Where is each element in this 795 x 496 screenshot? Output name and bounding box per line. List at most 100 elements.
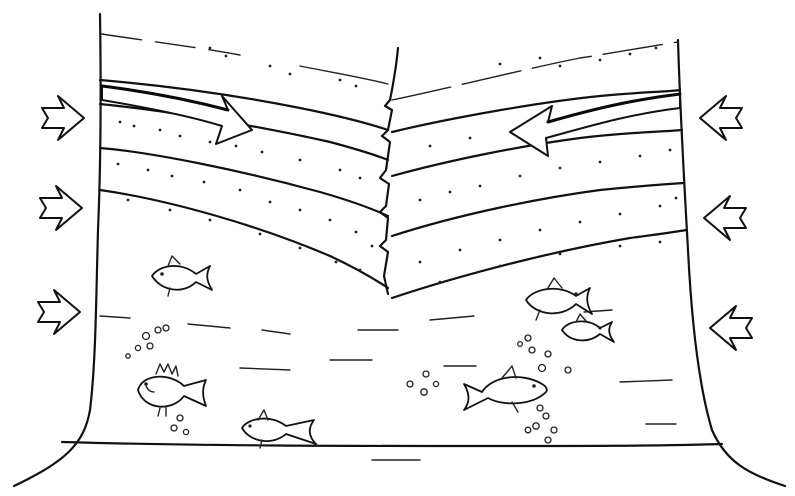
sand-dot [203, 181, 206, 184]
sand-dot [675, 197, 678, 200]
bubble [518, 342, 523, 347]
bubble [135, 345, 140, 350]
bubble [155, 327, 161, 333]
stratum-top-dashed-2 [300, 66, 388, 84]
compression-arrows-left [38, 96, 84, 334]
sand-dot [159, 129, 162, 132]
water-dash [430, 316, 474, 320]
sand-dot [499, 239, 502, 242]
sand-dot [655, 47, 658, 50]
sand-dot [659, 205, 662, 208]
fish-5 [464, 366, 547, 412]
compression-arrow [42, 96, 84, 140]
sand-dot [209, 141, 212, 144]
sand-dot [449, 191, 452, 194]
sand-dot [335, 261, 338, 264]
base-line [62, 442, 722, 446]
sand-dot [359, 269, 362, 272]
stratum-top-dashed [102, 34, 240, 55]
sand-dot [225, 55, 228, 58]
sand-dot [439, 281, 442, 284]
sand-dot [355, 85, 358, 88]
sand-dot [539, 57, 542, 60]
compression-arrow [38, 290, 80, 334]
left-limb-strata [100, 34, 388, 288]
bubble [407, 381, 413, 387]
water-dash [188, 324, 230, 328]
left-wall [14, 14, 101, 486]
sand-dot [629, 53, 632, 56]
stratum-boundary-3 [100, 148, 388, 216]
compression-arrow [40, 186, 82, 230]
sand-dot [269, 201, 272, 204]
bubble [537, 405, 543, 411]
compression-arrow [704, 196, 746, 240]
fish-4 [138, 364, 206, 416]
right-limb-strata [392, 42, 686, 298]
sand-dot [419, 199, 422, 202]
water-dash [100, 316, 130, 318]
bubble [565, 367, 571, 373]
stratum-boundary-3-right [392, 183, 684, 236]
sand-dot [329, 219, 332, 222]
compression-arrow [700, 96, 742, 140]
sand-dot [269, 65, 272, 68]
sand-dot [359, 177, 362, 180]
sand-dot [289, 73, 292, 76]
bubble [543, 413, 549, 419]
sand-dot [117, 163, 120, 166]
bubble [171, 425, 177, 431]
fault-crack [380, 48, 398, 294]
sand-dot [299, 209, 302, 212]
sand-dots [117, 47, 678, 284]
stratum-boundary-4-right [392, 230, 686, 298]
water-dash [240, 368, 290, 370]
sand-dot [579, 221, 582, 224]
bubble [545, 351, 551, 357]
sand-dot [127, 199, 130, 202]
sand-dot [299, 159, 302, 162]
sand-dot [619, 245, 622, 248]
sand-dot [299, 247, 302, 250]
fish-3 [562, 314, 614, 342]
bubble [545, 437, 551, 443]
sand-dot [469, 137, 472, 140]
sand-dot [619, 213, 622, 216]
fish-6 [242, 410, 316, 448]
bubble [529, 347, 535, 353]
sand-dot [559, 253, 562, 256]
bubble [126, 354, 130, 358]
sand-dot [429, 145, 432, 148]
bubble [533, 423, 539, 429]
water-dash [262, 330, 290, 334]
sand-dot [459, 249, 462, 252]
bubble [147, 343, 153, 349]
sand-dot [259, 233, 262, 236]
sand-dot [371, 245, 374, 248]
sand-dot [599, 59, 602, 62]
sand-dot [499, 63, 502, 66]
sand-dot [235, 145, 238, 148]
fish-2 [526, 278, 592, 320]
sand-dot [355, 231, 358, 234]
sand-dot [239, 189, 242, 192]
bubble [163, 325, 169, 331]
water-dash [620, 380, 672, 382]
bubble [177, 415, 183, 421]
sand-dot [599, 161, 602, 164]
bubble [433, 381, 438, 386]
sand-dot [559, 65, 562, 68]
bubble [143, 333, 150, 340]
sand-dot [539, 229, 542, 232]
sand-dot [519, 175, 522, 178]
bubble [421, 389, 427, 395]
fish-1 [152, 256, 212, 296]
bubble [423, 371, 429, 377]
bubble [183, 429, 188, 434]
stratum-boundary-4 [100, 190, 388, 288]
sand-dot [559, 167, 562, 170]
sand-dot [261, 151, 264, 154]
sand-dot [419, 261, 422, 264]
